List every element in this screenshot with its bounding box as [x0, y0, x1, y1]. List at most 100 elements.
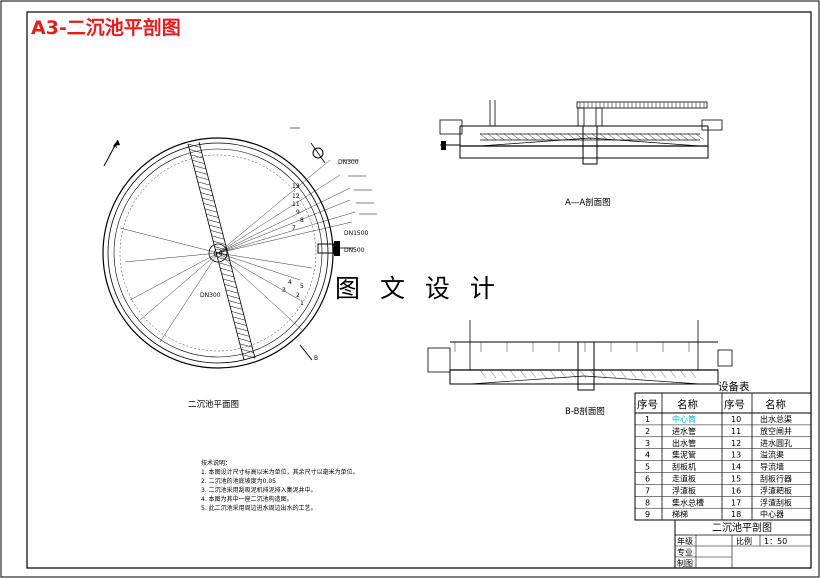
plan-center-core: [213, 248, 223, 258]
section-a-label: A: [113, 143, 118, 150]
leader-line: [159, 252, 219, 343]
truss-diagonal: [211, 235, 225, 240]
plan-item-number: 2: [296, 292, 300, 299]
bb-scraper-mark: [479, 369, 487, 379]
plan-leader-lines: [119, 159, 377, 343]
scale-value: 1：50: [764, 537, 787, 546]
notes-line-3: 3. 二沉池采用刮吸泥机排泥排入集泥井中。: [201, 486, 317, 494]
aa-truss-web: [479, 133, 489, 141]
equipment-cell: 12: [731, 439, 741, 448]
equipment-cell: 梯梯: [672, 509, 688, 519]
equipment-cell: 18: [731, 510, 741, 519]
notes-line-2: 2. 二沉池的池底坡度为0.05: [201, 477, 276, 485]
bb-scraper-mark: [689, 369, 697, 379]
aa-scraper-truss: [479, 133, 705, 141]
truss-diagonal: [204, 208, 218, 213]
aa-truss-web: [559, 133, 569, 141]
aa-truss-web: [543, 133, 553, 141]
truss-diagonal: [206, 213, 219, 218]
aa-truss-web: [695, 133, 705, 141]
plan-view: A B DN1500 DN500 DN300 DN300 13121198752…: [102, 127, 377, 410]
aa-truss-web: [551, 133, 561, 141]
aa-bridge-hatch: [579, 102, 705, 108]
truss-diagonal: [228, 300, 242, 305]
aa-truss-web: [639, 133, 649, 141]
equipment-cell: 集泥管: [672, 450, 696, 460]
aa-truss-web: [631, 133, 641, 141]
truss-diagonal: [213, 240, 226, 245]
aa-sloped-floor: [479, 137, 701, 147]
bb-scraper-mark: [609, 369, 617, 379]
truss-diagonal: [236, 332, 250, 337]
truss-diagonal: [232, 316, 246, 321]
aa-truss-web: [495, 133, 505, 141]
aa-truss-web: [615, 133, 625, 141]
equipment-cell: 7: [645, 486, 650, 495]
plan-item-number: 1: [300, 300, 304, 307]
truss-diagonal: [199, 186, 212, 191]
section-b-label: B: [314, 355, 318, 362]
leader-line: [217, 252, 301, 301]
plan-baffle-ring: [119, 154, 317, 352]
truss-diagonal: [189, 149, 202, 154]
sheet-title: A3-二沉池平剖图: [31, 16, 181, 39]
top-pipe-fitting: [312, 147, 324, 159]
plan-caption: 二沉池平面图: [188, 399, 239, 410]
aa-truss-web: [503, 133, 513, 141]
bb-scraper-mark: [559, 369, 567, 379]
leader-line: [217, 252, 313, 269]
leader-line: [217, 252, 301, 281]
equipment-cell: 浮渣刮板: [760, 497, 792, 507]
aa-walkway-bridge: [576, 101, 708, 109]
section-b-arrow: [299, 344, 313, 361]
leader-line: [139, 252, 219, 321]
leader-line: [217, 221, 353, 254]
section-aa-caption: A—A剖面图: [565, 197, 611, 208]
truss-diagonal: [187, 143, 201, 148]
plan-item-number: 8: [300, 217, 304, 224]
equipment-cell: 3: [645, 439, 650, 448]
equipment-cell: 14: [731, 463, 741, 472]
aa-truss-web: [583, 133, 593, 141]
aa-truss-web: [623, 133, 633, 141]
equipment-cell: 出水总渠: [760, 414, 792, 424]
truss-diagonal: [200, 192, 214, 197]
aa-truss-web: [679, 133, 689, 141]
truss-diagonal: [194, 170, 208, 175]
drawing-name: 二沉池平剖图: [712, 521, 772, 534]
truss-diagonal: [197, 181, 211, 186]
truss-diagonal: [218, 262, 232, 267]
truss-diagonal: [207, 219, 221, 224]
bb-sloped-floor: [469, 375, 701, 385]
truss-diagonal: [201, 197, 215, 202]
aa-outlet-box: [701, 119, 723, 131]
aa-inlet-box: [439, 119, 463, 135]
scraper-bridge: [187, 141, 256, 361]
header-name-2: 名称: [765, 398, 786, 411]
bb-scraper-mark: [649, 369, 657, 379]
scale-label: 比例: [736, 536, 752, 546]
aa-truss-web: [519, 133, 529, 141]
plan-item-number: 4: [288, 279, 292, 286]
equipment-cell: 浮渣耙板: [760, 485, 792, 495]
section-bb-caption: B-B剖面图: [565, 406, 605, 417]
truss-diagonal: [235, 327, 249, 332]
title-block: 二沉池平剖图 年级 专业 制图 比例 1：50: [674, 519, 812, 569]
equipment-cell: 10: [731, 415, 741, 424]
leader-line: [217, 174, 341, 254]
aa-truss-web: [511, 133, 521, 141]
plan-item-number: 12: [292, 193, 300, 200]
equipment-cell: 刮板行器: [760, 474, 792, 484]
leader-line: [217, 159, 331, 254]
center-pipe-label: DN300: [200, 292, 221, 299]
equipment-cell: 中心筒: [672, 414, 696, 424]
aa-truss-web: [535, 133, 545, 141]
bb-scraper-mark: [539, 369, 547, 379]
bb-scraper-mark: [589, 369, 597, 379]
truss-diagonal: [222, 278, 236, 283]
aa-truss-web: [687, 133, 697, 141]
